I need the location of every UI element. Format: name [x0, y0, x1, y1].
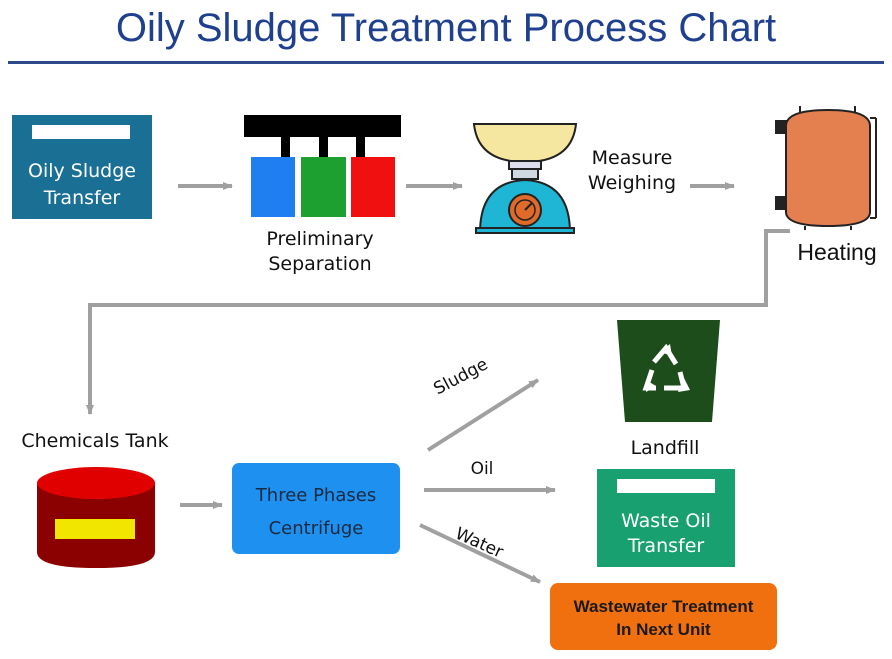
- centrifuge-line1: Three Phases: [255, 485, 377, 506]
- title-divider: [8, 61, 884, 64]
- wastewater-treatment-box: Wastewater Treatment In Next Unit: [550, 583, 777, 650]
- landfill-label: Landfill: [630, 437, 700, 459]
- preliminary-separation-label: Preliminary Separation: [230, 227, 410, 277]
- preliminary-separation-line2: Separation: [268, 253, 372, 275]
- oily-sludge-transfer-line2: Transfer: [43, 187, 121, 209]
- waste-oil-transfer-line2: Transfer: [627, 535, 705, 557]
- label-strip: [617, 479, 715, 493]
- label-strip: [32, 125, 130, 139]
- oily-sludge-transfer-box: Oily Sludge Transfer: [12, 115, 152, 219]
- preliminary-separation-line1: Preliminary: [266, 228, 374, 250]
- measure-weighing-line2: Weighing: [587, 172, 677, 194]
- arrow-water-to-wastewater: [419, 523, 541, 584]
- centrifuge-line2: Centrifuge: [268, 518, 364, 539]
- wastewater-line2: In Next Unit: [616, 620, 711, 639]
- page-title: Oily Sludge Treatment Process Chart: [115, 6, 777, 50]
- measure-weighing-line1: Measure: [591, 147, 673, 169]
- heating-label: Heating: [797, 239, 877, 265]
- waste-oil-transfer-box: Waste Oil Transfer: [597, 469, 735, 567]
- recycle-bin-icon: [617, 320, 720, 422]
- chemicals-tank-label: Chemicals Tank: [21, 430, 169, 452]
- waste-oil-transfer-line1: Waste Oil: [621, 510, 711, 532]
- measure-weighing-label: Measure Weighing: [572, 146, 692, 196]
- three-phases-centrifuge-box: Three Phases Centrifuge: [232, 463, 400, 554]
- heater-tank-icon: [775, 106, 877, 230]
- oily-sludge-transfer-line1: Oily Sludge: [28, 160, 136, 182]
- arrow-heating-to-chemicals: [86, 229, 790, 415]
- edge-label-oil: Oil: [470, 459, 494, 479]
- wastewater-line1: Wastewater Treatment: [573, 597, 754, 616]
- arrow-sludge-to-landfill: [426, 378, 540, 452]
- chemical-drum-icon: [37, 467, 155, 568]
- separator-rack-icon: [244, 115, 401, 217]
- scale-icon: [472, 123, 578, 234]
